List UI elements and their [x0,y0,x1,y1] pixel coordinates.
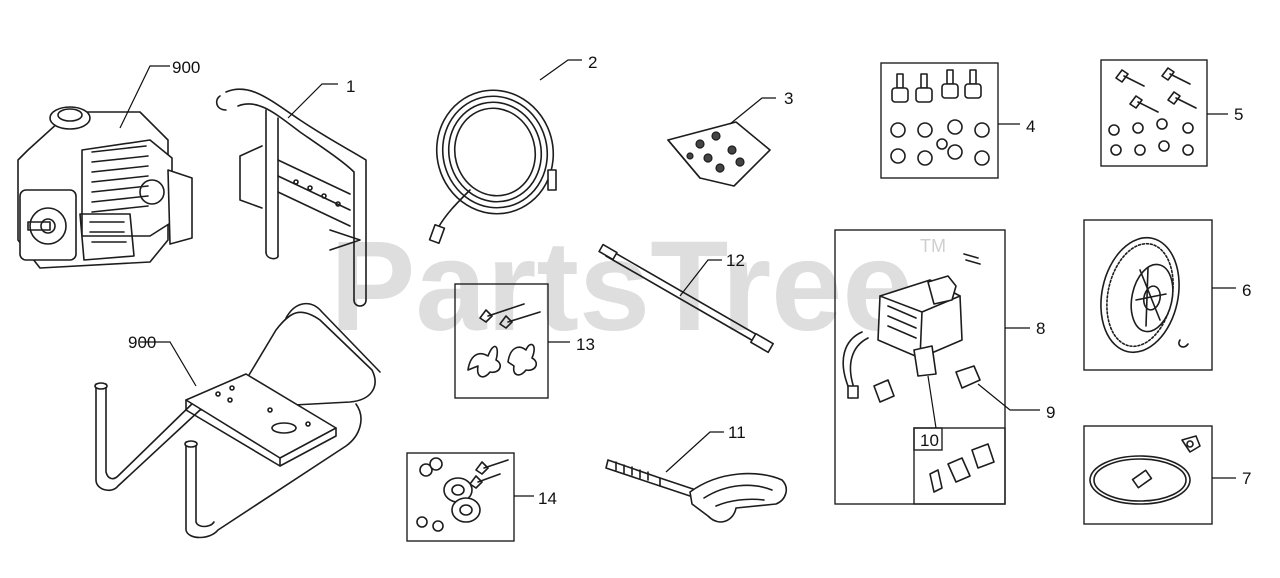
part-wheel-hardware [416,457,509,532]
kit-box-8[interactable] [1083,425,1213,525]
callout-5: 4 [1026,117,1035,136]
callout-10: 9 [1046,403,1055,422]
callout-6: 5 [1234,105,1243,124]
callout-13: 12 [726,251,745,270]
kit-box-15[interactable] [406,452,515,542]
leader-12 [665,431,724,473]
watermark-trademark: TM [920,236,946,256]
part-wheel [1100,236,1189,354]
callout-7: 6 [1242,281,1251,300]
callout-11: 10 [920,431,939,450]
kit-box-7[interactable] [1083,219,1213,371]
part-hose[interactable] [423,77,567,245]
callout-900: 900 [172,58,200,77]
leader-4 [729,97,776,125]
callout-2: 1 [346,77,355,96]
callout-9: 8 [1036,319,1045,338]
callout-14: 13 [576,335,595,354]
leader-11 [927,375,937,429]
part-base-frame[interactable] [94,302,381,539]
leader-10 [977,383,1040,411]
callout-12: 11 [728,423,746,442]
callout-4: 3 [784,89,793,108]
part-pump [842,253,981,403]
part-hardware-bag[interactable] [667,121,771,187]
kit-box-14[interactable] [454,283,549,399]
callout-11-box [913,427,943,451]
kit-box-5[interactable] [880,62,999,179]
leader-13 [679,259,722,297]
part-o-ring [1089,435,1201,505]
part-spray-gun[interactable] [605,459,788,523]
leader-3 [539,59,582,81]
watermark-text: PartsTree [330,215,914,358]
part-extension-wand[interactable] [598,243,774,354]
part-bolts-washers [1108,67,1197,156]
callout-3: 2 [588,53,597,72]
part-studs-nuts [890,69,990,166]
callout-1: 900 [128,333,156,352]
kit-box-11[interactable] [913,427,1006,505]
part-thermal-relief [929,443,995,493]
kit-box-6[interactable] [1100,59,1208,167]
part-bolts-knobs [467,303,541,378]
callout-8: 7 [1242,469,1251,488]
leader-900 [119,65,170,129]
leader-1 [140,341,197,387]
callout-15: 14 [538,489,557,508]
part-handle[interactable] [215,88,367,307]
part-engine[interactable] [17,106,193,269]
leader-2 [287,83,338,119]
